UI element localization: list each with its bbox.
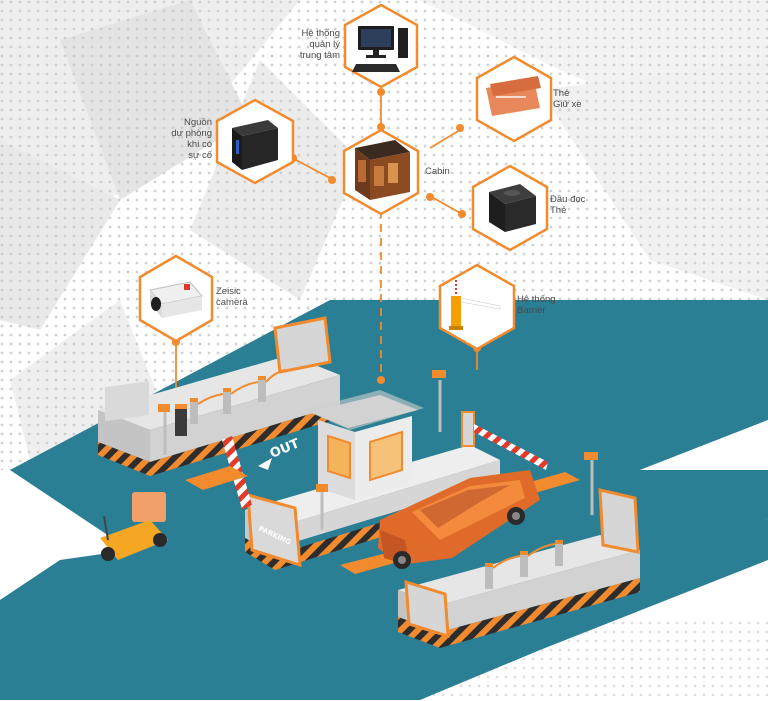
car — [378, 470, 540, 569]
scooter — [100, 492, 168, 561]
parking-card-label: Thẻ Giữ xe — [553, 88, 582, 110]
ups-icon — [232, 120, 278, 170]
backup-power-hex — [215, 98, 295, 185]
central-system-label: Hệ thống quản lý trung tâm — [299, 28, 340, 61]
card-reader-icon — [489, 184, 536, 232]
central-system-hex — [343, 3, 419, 89]
backup-power-label: Nguồn dự phòng khi có sự cố — [171, 117, 212, 161]
parking-card-hex — [475, 55, 553, 143]
booth — [304, 390, 424, 500]
camera-hex — [138, 254, 214, 343]
camera-icon — [149, 281, 203, 318]
card-reader-hex — [471, 164, 549, 252]
barrier-icon — [449, 280, 501, 330]
computer-icon — [352, 26, 408, 72]
parking-scene: PARKING — [98, 316, 640, 648]
connection-lines — [175, 92, 478, 405]
card-icon — [486, 76, 541, 116]
barrier-hex — [438, 263, 516, 351]
cabin-label: Cabin — [425, 166, 450, 177]
card-reader-label: Đầu đọc Thẻ — [550, 194, 586, 216]
camera-label: Zeisic camera — [216, 286, 248, 308]
cabin-icon — [355, 140, 410, 200]
barrier-label: Hệ thống Barrier — [517, 294, 556, 316]
cabin-hex — [342, 128, 420, 216]
